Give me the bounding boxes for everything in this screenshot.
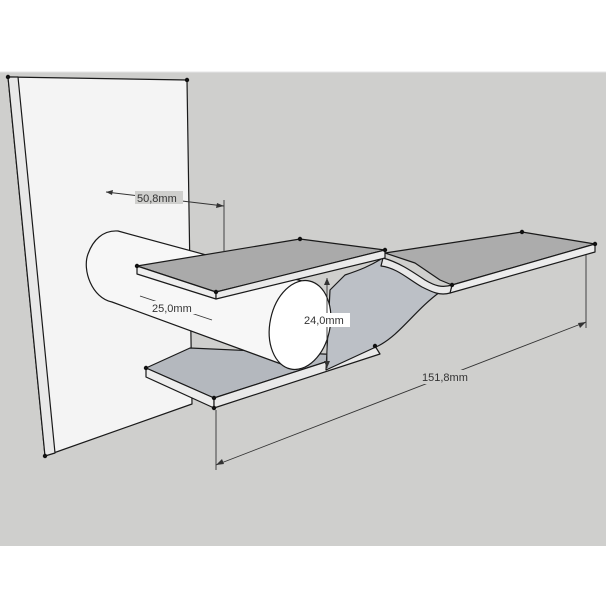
cylinder-end-face: [268, 279, 332, 371]
vertex: [143, 365, 149, 371]
label-bg: [302, 313, 350, 327]
vertex: [592, 241, 598, 247]
top-strip-long-edge: [215, 249, 386, 300]
vertex: [372, 343, 378, 349]
wall-side-face: [7, 76, 56, 457]
top-strip: [136, 238, 386, 300]
label-bg: [420, 370, 472, 384]
label-bg: [135, 191, 183, 204]
vertex-markers: [5, 74, 598, 459]
vertex: [211, 405, 217, 411]
vertex: [382, 247, 388, 253]
lower-margin: [0, 546, 606, 613]
vertex: [134, 263, 140, 269]
dimension-diameter: 25,0mm: [139, 295, 213, 321]
arrowhead: [216, 459, 224, 465]
arrowhead: [324, 361, 330, 368]
arrowhead: [578, 322, 586, 328]
dimension-gap-label: 24,0mm: [304, 315, 344, 327]
dimension-gap: 24,0mm: [302, 278, 350, 368]
vertex: [211, 395, 217, 401]
arrowhead: [216, 203, 224, 208]
vertex: [5, 74, 11, 80]
dimension-diameter-label: 25,0mm: [152, 303, 192, 315]
dimension-length-label: 151,8mm: [422, 372, 468, 384]
dimension-depth: 50,8mm: [105, 190, 225, 252]
vertex: [449, 282, 455, 288]
dimension-length-line: [215, 321, 587, 466]
bend-front-edge: [380, 257, 453, 295]
dimension-length: 151,8mm: [215, 255, 587, 470]
arrowhead: [106, 190, 113, 195]
vertex: [297, 236, 303, 242]
vertex: [184, 77, 190, 83]
label-bg: [150, 301, 200, 314]
vertex: [213, 289, 219, 295]
vertex: [519, 229, 525, 235]
arrowhead: [324, 278, 330, 285]
vertex: [42, 453, 48, 459]
dimension-depth-label: 50,8mm: [137, 193, 177, 205]
